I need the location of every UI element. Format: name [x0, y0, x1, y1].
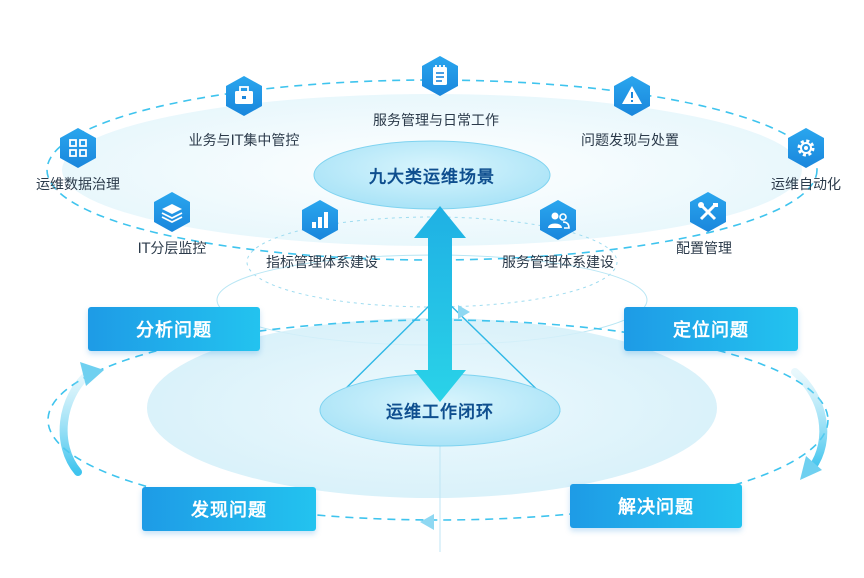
- step-analyze-box: 分析问题: [88, 307, 260, 351]
- loop-orbit: [47, 319, 829, 521]
- scenario-label-automation: 运维自动化: [771, 177, 841, 193]
- orbit-arrow-right: [458, 305, 470, 319]
- step-locate-box: 定位问题: [624, 307, 798, 351]
- scenario-label-metrics-system: 指标管理体系建设: [266, 255, 378, 271]
- layers-icon: [153, 191, 191, 233]
- tools-icon: [689, 191, 727, 233]
- orbit-arrow-bottom: [420, 514, 434, 530]
- scenario-label-config-mgmt: 配置管理: [676, 241, 732, 257]
- right-swoop-head: [800, 456, 822, 480]
- step-discover-box: 发现问题: [142, 487, 316, 531]
- scenario-label-service-system: 服务管理体系建设: [502, 255, 614, 271]
- grid-icon: [59, 127, 97, 169]
- notepad-icon: [421, 55, 459, 97]
- briefcase-icon: [225, 75, 263, 117]
- center-top-oval: [313, 140, 551, 210]
- scenario-label-service-daily: 服务管理与日常工作: [373, 113, 499, 129]
- right-swoop: [791, 368, 828, 472]
- center-top-title: 九大类运维场景: [369, 167, 495, 188]
- scenario-label-data-governance: 运维数据治理: [36, 177, 120, 193]
- gear-icon: [787, 127, 825, 169]
- scenario-label-layered-monitoring: IT分层监控: [137, 241, 207, 257]
- double-arrow: [414, 206, 466, 402]
- scenario-label-issue-handling: 问题发现与处置: [581, 133, 679, 149]
- bar-chart-icon: [301, 199, 339, 241]
- scenario-label-it-control: 业务与IT集中管控: [188, 133, 300, 149]
- center-bottom-title: 运维工作闭环: [386, 402, 494, 423]
- step-solve-box: 解决问题: [570, 484, 742, 528]
- left-swoop-head: [80, 362, 104, 386]
- left-swoop: [59, 368, 94, 476]
- warning-icon: [613, 75, 651, 117]
- users-icon: [539, 199, 577, 241]
